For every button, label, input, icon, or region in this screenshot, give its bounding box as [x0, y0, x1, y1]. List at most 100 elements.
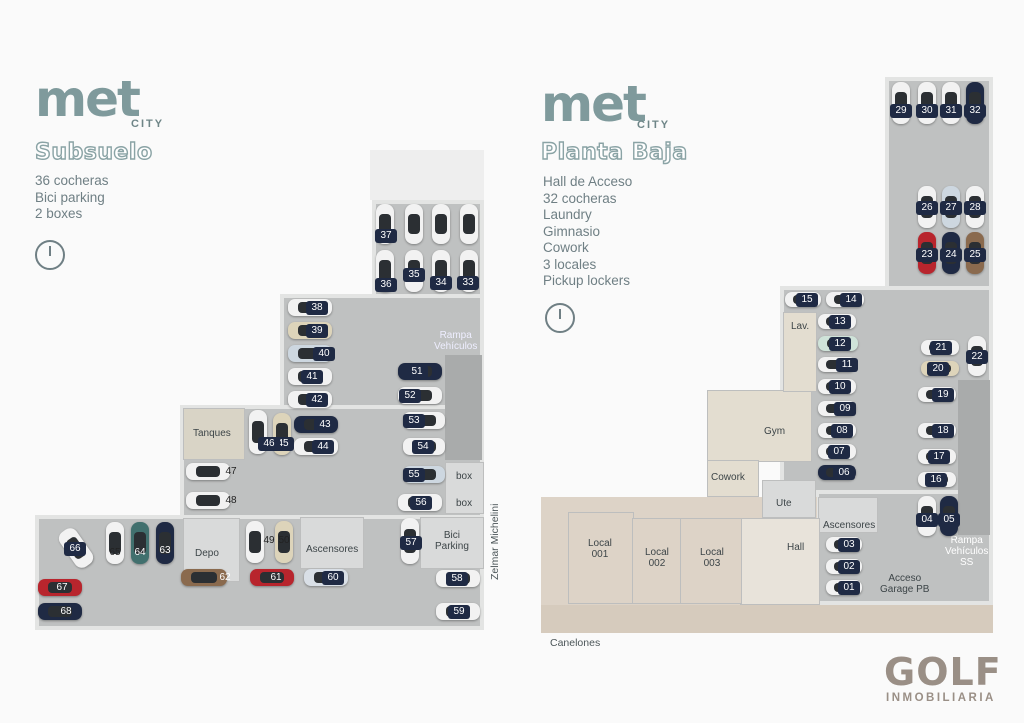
spot-number: 39: [306, 324, 328, 338]
right-feature: Pickup lockers: [543, 273, 631, 288]
spot-number: 28: [964, 201, 986, 215]
right-feature: 32 cocheras: [543, 190, 617, 206]
spot-number: 03: [838, 538, 860, 552]
spot-number: 06: [833, 466, 855, 480]
spot-number: 50: [278, 535, 290, 546]
spot-number: 38: [306, 301, 328, 315]
box-label: box: [456, 498, 473, 509]
parking-spot-65: [106, 522, 124, 564]
parking-spot: [405, 204, 423, 244]
spot-number: 14: [840, 293, 862, 307]
spot-number: 20: [927, 362, 949, 376]
spot-number: 46: [258, 437, 280, 451]
spot-number: 57: [400, 536, 422, 550]
spot-number: 18: [932, 424, 954, 438]
left-logo: met CITY: [35, 74, 180, 132]
spot-number: 65: [109, 547, 121, 558]
right-feature: Laundry: [543, 207, 592, 222]
spot-number: 36: [375, 278, 397, 292]
spot-number: 68: [60, 606, 72, 617]
spot-number: 24: [940, 248, 962, 262]
spot-number: 67: [56, 582, 68, 593]
left-floor-title: Subsuelo: [34, 139, 153, 165]
spot-number: 51: [406, 365, 428, 379]
spot-number: 02: [838, 560, 860, 574]
spot-number: 41: [301, 370, 323, 384]
spot-number: 61: [270, 572, 282, 583]
left-logo-met: met: [35, 70, 141, 128]
spot-number: 30: [916, 104, 938, 118]
parking-spot-50: [275, 521, 293, 563]
spot-number: 31: [940, 104, 962, 118]
cowork-room: [707, 460, 759, 497]
spot-number: 43: [314, 418, 336, 432]
ascensores-label: Ascensores: [823, 520, 876, 531]
spot-number: 05: [938, 513, 960, 527]
spot-number: 25: [964, 248, 986, 262]
local-001: [568, 512, 634, 604]
parking-spot-47: [186, 463, 230, 480]
left-logo-city: CITY: [131, 118, 165, 130]
parking-spot: [432, 204, 450, 244]
parking-spot-61: [250, 569, 294, 586]
bici-parking-label: Bici Parking: [435, 530, 469, 552]
spot-number: 48: [225, 495, 237, 506]
spot-number: 64: [134, 547, 146, 558]
spot-number: 44: [312, 440, 334, 454]
spot-number: 23: [916, 248, 938, 262]
right-floor-title: Planta Baja: [540, 139, 688, 165]
spot-number: 66: [64, 542, 86, 556]
spot-number: 09: [834, 402, 856, 416]
ascensores-room: [300, 517, 364, 569]
spot-number: 16: [925, 473, 947, 487]
right-feature: Gimnasio: [543, 223, 601, 239]
right-feature: Cowork: [543, 240, 589, 255]
local-002-label: Local 002: [645, 547, 669, 569]
compass-icon: [35, 240, 65, 270]
wall-hatching: [370, 150, 484, 200]
spot-number: 21: [930, 341, 952, 355]
right-features: Hall de Acceso 32 cocheras Laundry Gimna…: [543, 174, 632, 290]
spot-number: 55: [403, 468, 425, 482]
left-feature: Bici parking: [35, 189, 105, 205]
gym-room: [707, 390, 812, 462]
spot-number: 34: [430, 276, 452, 290]
hall-room: [740, 518, 820, 605]
ascensores-room: [818, 497, 878, 533]
spot-number: 52: [399, 389, 421, 403]
spot-number: 33: [457, 276, 479, 290]
spot-number: 42: [306, 393, 328, 407]
gym-label: Gym: [764, 426, 786, 437]
right-feature: Hall de Acceso: [543, 174, 633, 189]
spot-number: 11: [836, 358, 858, 372]
parking-spot-49: [246, 521, 264, 563]
parking-spot-68: [38, 603, 82, 620]
right-feature: 3 locales: [543, 256, 597, 272]
left-feature: 36 cocheras: [35, 173, 109, 188]
spot-number: 58: [446, 572, 468, 586]
spot-number: 04: [916, 513, 938, 527]
local-001-label: Local 001: [588, 538, 612, 560]
spot-number: 56: [410, 496, 432, 510]
spot-number: 32: [964, 104, 986, 118]
spot-number: 22: [966, 350, 988, 364]
tanques-label: Tanques: [193, 428, 231, 439]
parking-spot-48: [186, 492, 230, 509]
compass-icon: [545, 303, 575, 333]
ramp: [958, 380, 990, 535]
spot-number: 01: [838, 581, 860, 595]
spot-number: 40: [313, 347, 335, 361]
spot-number: 10: [829, 380, 851, 394]
spot-number: 37: [375, 229, 397, 243]
hall-label: Hall: [787, 542, 805, 553]
box-room: [445, 462, 484, 514]
street-bottom-label: Canelones: [550, 637, 601, 649]
brand-logo: GOLF: [884, 650, 1002, 694]
spot-number: 54: [412, 440, 434, 454]
spot-number: 07: [828, 445, 850, 459]
spot-number: 62: [219, 572, 231, 583]
parking-spot-64: [131, 522, 149, 564]
parking-spot-63: [156, 522, 174, 564]
left-features: 36 cocheras Bici parking 2 boxes: [35, 173, 109, 223]
ramp: [445, 355, 482, 460]
